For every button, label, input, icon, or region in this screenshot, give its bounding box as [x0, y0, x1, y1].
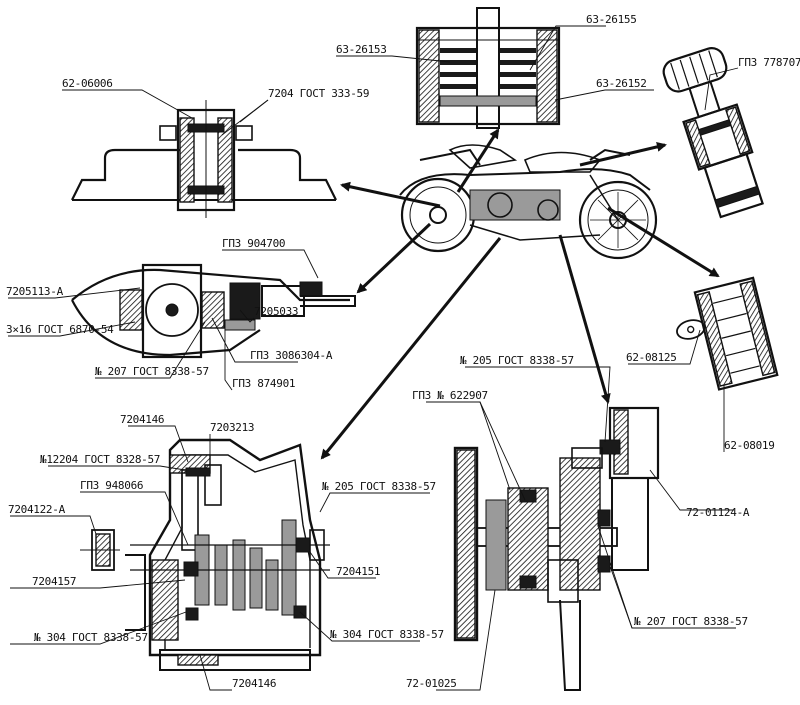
gearbox-section — [80, 438, 330, 671]
label-7204151: 7204151 — [336, 565, 380, 578]
label-gpz-874901: ГПЗ 874901 — [232, 377, 295, 390]
label-12204-gost-8328: №12204 ГОСТ 8328-57 — [40, 453, 160, 466]
label-7204-gost-333: 7204 ГОСТ 333-59 — [268, 87, 369, 100]
label-7205113-a: 7205113-А — [6, 285, 64, 298]
label-62-06006: 62-06006 — [62, 77, 113, 90]
label-7204146-bottom: 7204146 — [232, 677, 276, 690]
label-7204146-top: 7204146 — [120, 413, 164, 426]
label-7204157: 7204157 — [32, 575, 76, 588]
label-205-gost-8338-gearbox: № 205 ГОСТ 8338-57 — [322, 480, 436, 493]
rear-hub-section — [676, 276, 779, 391]
label-7203213: 7203213 — [210, 421, 254, 434]
arrows — [320, 128, 720, 460]
part-labels: 63-26153 63-26155 63-26152 62-06006 7204… — [6, 13, 800, 690]
label-62-08125: 62-08125 — [626, 351, 677, 364]
label-207-gost-8338-crank: № 207 ГОСТ 8338-57 — [634, 615, 748, 628]
label-205-gost-8338-right: № 205 ГОСТ 8338-57 — [460, 354, 574, 367]
label-304-gost-8338-left: № 304 ГОСТ 8338-57 — [34, 631, 148, 644]
motorcycle-drawing — [399, 144, 658, 260]
label-gpz-904700: ГПЗ 904700 — [222, 237, 285, 250]
label-7204122-a: 7204122-А — [8, 503, 66, 516]
label-62-08019: 62-08019 — [724, 439, 775, 452]
label-207-gost-8338-left: № 207 ГОСТ 8338-57 — [95, 365, 209, 378]
label-63-26152: 63-26152 — [596, 77, 647, 90]
front-hub-section — [71, 100, 337, 218]
label-gpz-778707: ГПЗ 778707 — [738, 56, 800, 69]
label-gpz-3086304-a: ГПЗ 3086304-А — [250, 349, 333, 362]
label-304-gost-8338-right: № 304 ГОСТ 8338-57 — [330, 628, 444, 641]
label-3x16-gost-6870: 3×16 ГОСТ 6870-54 — [6, 323, 114, 336]
clutch-drum-section — [415, 7, 561, 129]
leader-lines — [8, 25, 739, 691]
label-63-26153: 63-26153 — [336, 43, 387, 56]
label-7205033: 7205033 — [254, 305, 298, 318]
crankshaft-section — [453, 406, 660, 691]
label-72-01124-a: 72-01124-А — [686, 506, 750, 519]
steering-head-section — [662, 47, 764, 219]
final-drive-section — [71, 263, 356, 359]
label-gpz-622907: ГПЗ № 622907 — [412, 389, 488, 402]
label-gpz-948066: ГПЗ 948066 — [80, 479, 143, 492]
label-72-01025: 72-01025 — [406, 677, 457, 690]
label-63-26155: 63-26155 — [586, 13, 637, 26]
